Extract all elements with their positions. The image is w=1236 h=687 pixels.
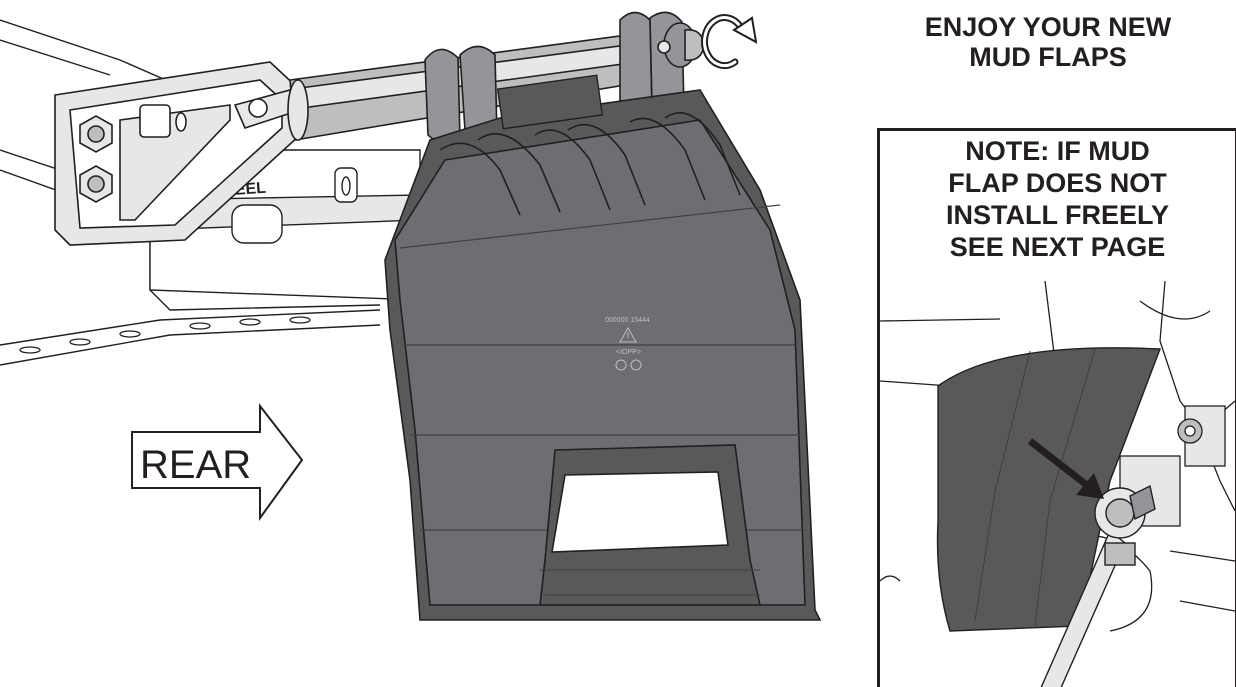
flap-mark: <IOPP> xyxy=(616,349,641,356)
mud-flap xyxy=(384,89,822,621)
enjoy-heading-line-1: ENJOY YOUR NEW xyxy=(924,12,1172,42)
note-line-2: FLAP DOES NOT xyxy=(948,168,1167,198)
inset-illustration xyxy=(880,281,1235,687)
hinge-block xyxy=(496,74,604,130)
note-text: NOTE: IF MUD FLAP DOES NOT INSTALL FREEL… xyxy=(880,135,1235,263)
tension-knob xyxy=(657,22,705,68)
flap-code: 000000 15444 xyxy=(605,317,650,324)
inset-rod xyxy=(1040,484,1156,687)
note-line-1: NOTE: IF MUD xyxy=(965,136,1150,166)
rear-label: REAR xyxy=(140,443,251,487)
clockwise-rotate-arrow-icon xyxy=(701,14,758,70)
main-illustration: ST STEEL xyxy=(0,11,822,621)
inset-pointer-arrow-icon xyxy=(1027,438,1104,499)
note-line-3: INSTALL FREELY xyxy=(945,200,1170,230)
flap-ribs xyxy=(439,112,741,216)
inset-bracket xyxy=(1119,405,1226,527)
recycle-marks xyxy=(615,359,642,371)
bolt-lower xyxy=(79,165,113,203)
note-box: NOTE: IF MUD FLAP DOES NOT INSTALL FREEL… xyxy=(877,128,1236,687)
warning-triangle-icon xyxy=(619,326,637,343)
inset-mud-flap xyxy=(936,347,1161,632)
enjoy-heading-line-2: MUD FLAPS xyxy=(969,42,1127,72)
note-line-4: SEE NEXT PAGE xyxy=(949,232,1166,262)
rear-direction-arrow-icon xyxy=(131,403,304,522)
frame-holes xyxy=(19,316,311,354)
bolt-upper xyxy=(79,115,113,153)
enjoy-heading: ENJOY YOUR NEW MUD FLAPS xyxy=(878,12,1218,72)
